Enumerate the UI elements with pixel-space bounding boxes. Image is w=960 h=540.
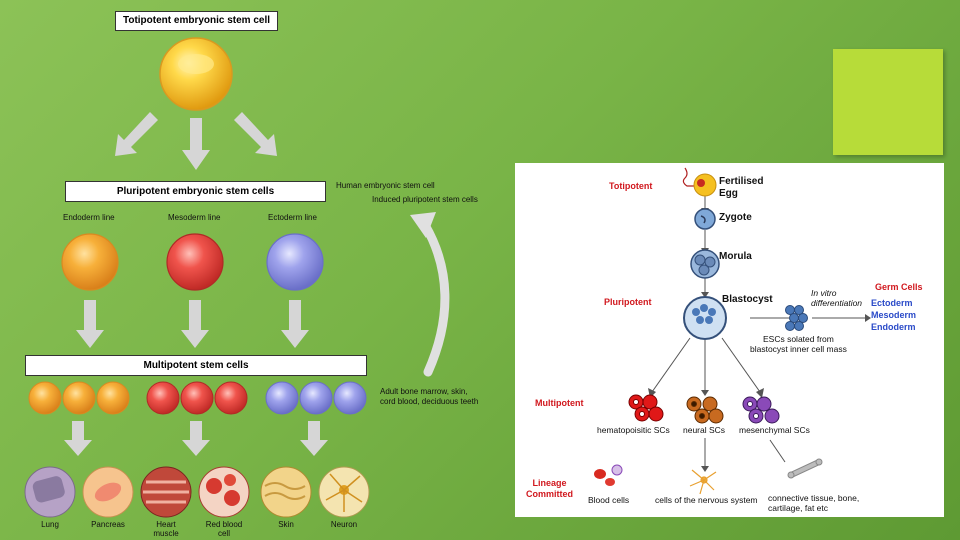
skin-image bbox=[260, 466, 312, 518]
label-germ-cells: Germ Cells bbox=[875, 282, 923, 292]
neural-cells bbox=[686, 396, 724, 424]
sperm-tail bbox=[682, 167, 697, 187]
fertilised-egg bbox=[693, 173, 717, 197]
endoderm-line-label: Endoderm line bbox=[63, 213, 115, 222]
tissue-label-neuron: Neuron bbox=[330, 520, 358, 529]
right-panel-background bbox=[515, 163, 944, 517]
note-adult-sources-1: Adult bone marrow, skin, bbox=[380, 387, 468, 396]
split-arrows bbox=[115, 112, 277, 170]
endoderm-cell bbox=[61, 233, 119, 291]
mesoderm-line-label: Mesoderm line bbox=[168, 213, 221, 222]
multipotent-box: Multipotent stem cells bbox=[25, 355, 367, 376]
down-arrows-row2 bbox=[64, 421, 328, 456]
germ-layers-list: Ectoderm Mesoderm Endoderm bbox=[871, 297, 916, 333]
cell-highlight bbox=[178, 54, 214, 74]
blood-cells-image bbox=[594, 464, 623, 486]
return-arrow bbox=[410, 212, 450, 377]
label-multipotent: Multipotent bbox=[535, 398, 584, 408]
bone-image bbox=[787, 458, 823, 479]
label-connective-tissue: connective tissue, bone,cartilage, fat e… bbox=[768, 493, 860, 513]
multipotent-cells bbox=[28, 381, 367, 415]
label-zygote: Zygote bbox=[719, 212, 752, 223]
germ-layer-ectoderm: Ectoderm bbox=[871, 298, 913, 308]
note-human-esc: Human embryonic stem cell bbox=[336, 181, 435, 190]
label-blastocyst: Blastocyst bbox=[722, 294, 773, 305]
germ-layer-endoderm: Endoderm bbox=[871, 322, 916, 332]
down-arrows-row1 bbox=[76, 300, 309, 348]
nervous-cell-image bbox=[689, 469, 717, 495]
label-totipotent: Totipotent bbox=[609, 181, 653, 191]
pluripotent-box: Pluripotent embryonic stem cells bbox=[65, 181, 326, 202]
ectoderm-line-label: Ectoderm line bbox=[268, 213, 317, 222]
note-adult-sources-2: cord blood, deciduous teeth bbox=[380, 397, 479, 406]
label-mesenchymal-scs: mesenchymal SCs bbox=[739, 425, 810, 435]
germ-layer-mesoderm: Mesoderm bbox=[871, 310, 917, 320]
tissue-images bbox=[24, 466, 370, 518]
label-blood-cells: Blood cells bbox=[588, 495, 630, 505]
ectoderm-cell bbox=[266, 233, 324, 291]
tissue-label-lung: Lung bbox=[41, 520, 59, 529]
mesenchymal-cells bbox=[742, 396, 780, 424]
hematopoietic-cells bbox=[628, 394, 664, 422]
label-nervous-system-cells: cells of the nervous system bbox=[655, 495, 758, 505]
label-pluripotent: Pluripotent bbox=[604, 297, 652, 307]
blastocyst-cell bbox=[683, 296, 727, 340]
accent-square bbox=[833, 49, 943, 155]
label-hematopoietic-scs: hematopoisitic SCs bbox=[597, 425, 670, 435]
note-induced-psc: Induced pluripotent stem cells bbox=[372, 195, 478, 204]
label-neural-scs: neural SCs bbox=[683, 425, 726, 435]
tissue-label-skin: Skin bbox=[278, 520, 294, 529]
development-arrows bbox=[651, 196, 865, 466]
label-morula: Morula bbox=[719, 251, 752, 262]
totipotent-box: Totipotent embryonic stem cell bbox=[115, 11, 278, 31]
tissue-label-pancreas: Pancreas bbox=[91, 520, 125, 529]
mesoderm-cell bbox=[166, 233, 224, 291]
esc-cluster bbox=[785, 305, 808, 331]
